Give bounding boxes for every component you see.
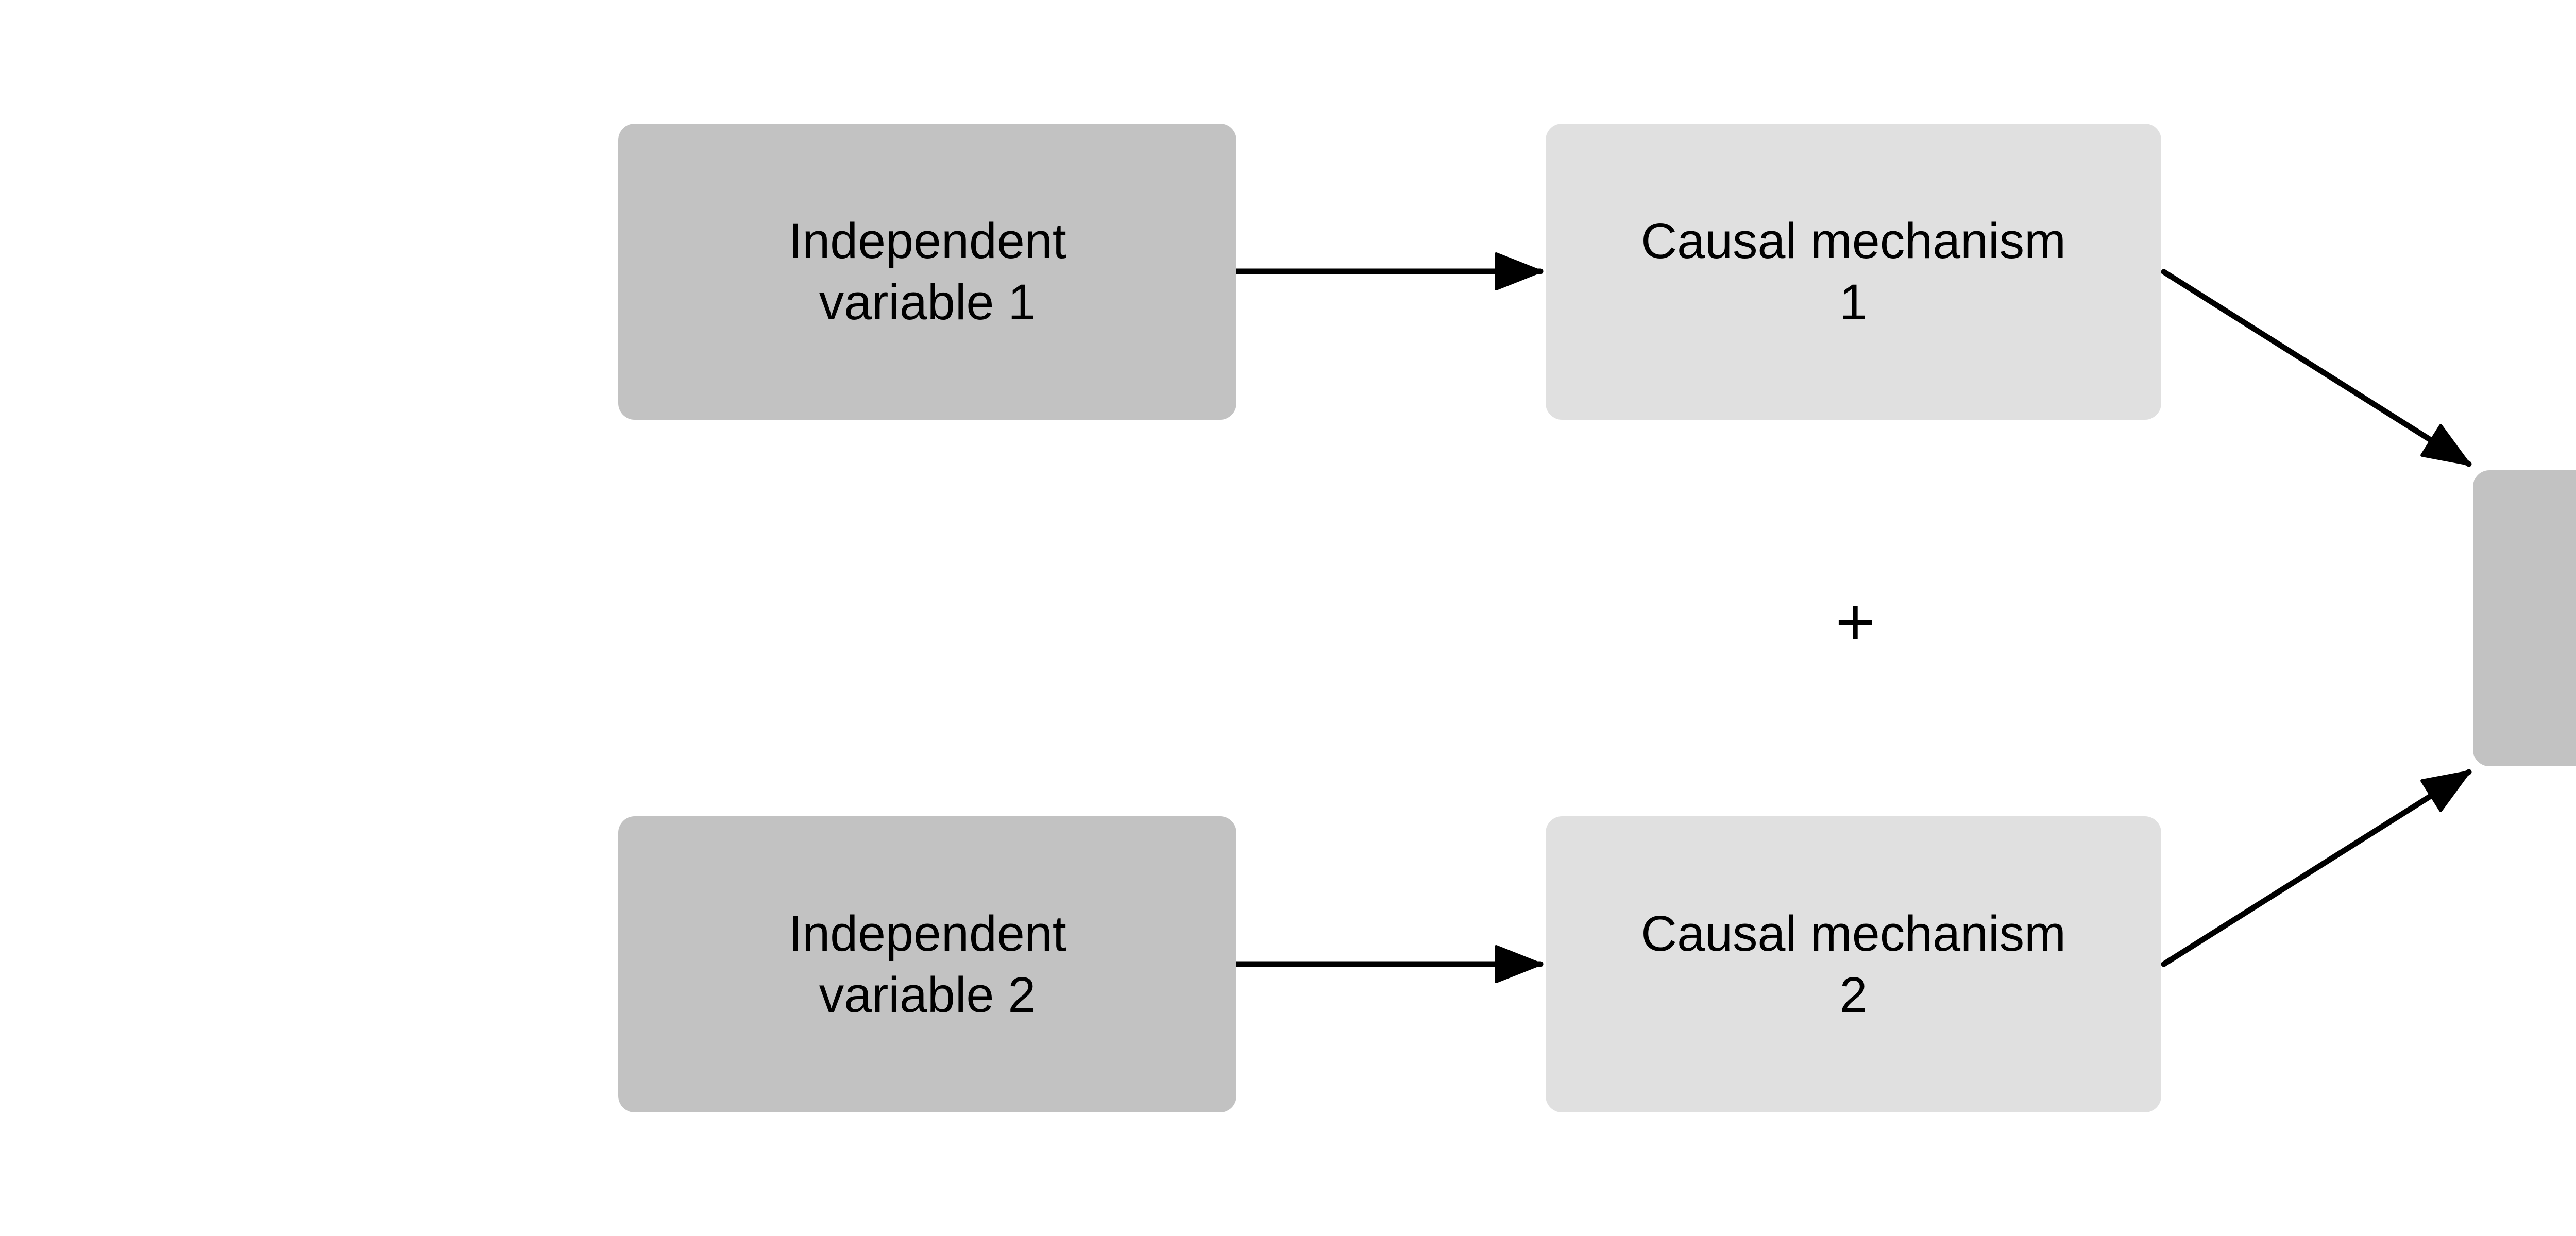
plus-operator: + [1835,583,1875,660]
node-dependent-variable: Dependent variable [2473,470,2576,766]
edge-cm1-to-dv [2161,269,2472,467]
node-independent-variable-1: Independent variable 1 [618,124,1236,420]
node-causal-mechanism-1: Causal mechanism 1 [1546,124,2161,420]
node-causal-mechanism-2: Causal mechanism 2 [1546,816,2161,1112]
edge-cm2-to-dv [2161,769,2472,967]
node-independent-variable-2: Independent variable 2 [618,816,1236,1112]
